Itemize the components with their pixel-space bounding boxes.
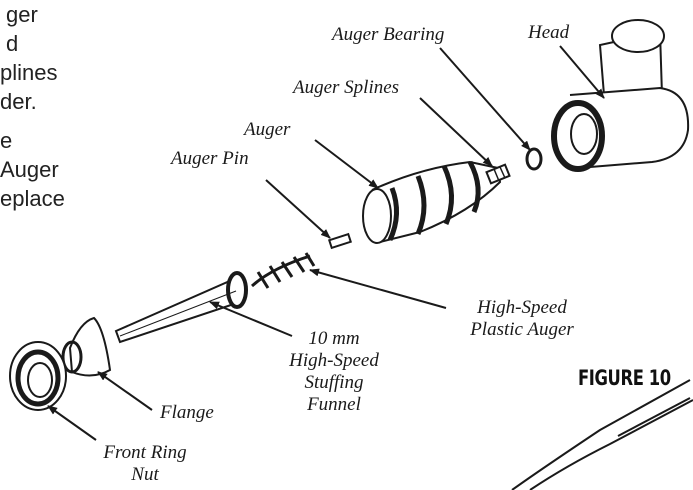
arrow-auger-bearing bbox=[439, 47, 531, 151]
text-line: der. bbox=[0, 89, 37, 114]
label-line: Front Ring bbox=[103, 442, 187, 463]
arrow-flange bbox=[97, 371, 153, 411]
arrow-front-ring-nut bbox=[47, 405, 97, 441]
cropped-body-text: ger d plines der. e Auger eplace bbox=[0, 0, 65, 213]
auger-part bbox=[362, 160, 511, 244]
leader-arrows bbox=[47, 45, 605, 441]
label-line: High-Speed bbox=[477, 297, 567, 318]
label-stuffing-funnel: 10 mm High-Speed Stuffing Funnel bbox=[270, 328, 398, 416]
label-head: Head bbox=[528, 22, 570, 43]
stuffing-funnel-part bbox=[114, 271, 248, 344]
arrow-plastic-auger bbox=[309, 268, 447, 309]
label-line: Stuffing bbox=[304, 372, 364, 393]
flange-part bbox=[61, 316, 112, 377]
plastic-auger-part bbox=[250, 252, 316, 289]
text-line: plines bbox=[0, 60, 58, 85]
label-line: Plastic Auger bbox=[470, 319, 574, 340]
front-ring-nut-part bbox=[9, 341, 67, 411]
label-plastic-auger: High-Speed Plastic Auger bbox=[442, 297, 602, 341]
label-flange: Flange bbox=[160, 402, 214, 423]
label-auger-bearing: Auger Bearing bbox=[332, 24, 445, 45]
label-line: High-Speed bbox=[289, 350, 379, 371]
head-part bbox=[551, 19, 690, 172]
text-line: Auger bbox=[0, 157, 59, 182]
arrow-auger-pin bbox=[265, 179, 331, 239]
text-line: e bbox=[0, 128, 13, 153]
figure-title: FIGURE 10 bbox=[578, 366, 671, 390]
label-line: 10 mm bbox=[308, 328, 360, 349]
text-line: ger bbox=[6, 2, 38, 27]
label-line: Funnel bbox=[307, 394, 361, 415]
arrow-auger-splines bbox=[419, 97, 493, 167]
arrow-stuffing-funnel bbox=[209, 301, 293, 337]
label-line: Nut bbox=[131, 464, 159, 485]
text-line: eplace bbox=[0, 186, 65, 211]
label-auger: Auger bbox=[244, 119, 291, 140]
auger-pin-part bbox=[327, 232, 353, 250]
tool-handle-part bbox=[511, 379, 693, 490]
text-line: d bbox=[6, 31, 19, 56]
auger-bearing-part bbox=[525, 147, 543, 171]
label-front-ring-nut: Front Ring Nut bbox=[82, 442, 208, 486]
arrow-head bbox=[559, 45, 605, 99]
label-auger-pin: Auger Pin bbox=[171, 148, 249, 169]
arrow-auger bbox=[314, 139, 379, 189]
label-auger-splines: Auger Splines bbox=[293, 77, 400, 98]
